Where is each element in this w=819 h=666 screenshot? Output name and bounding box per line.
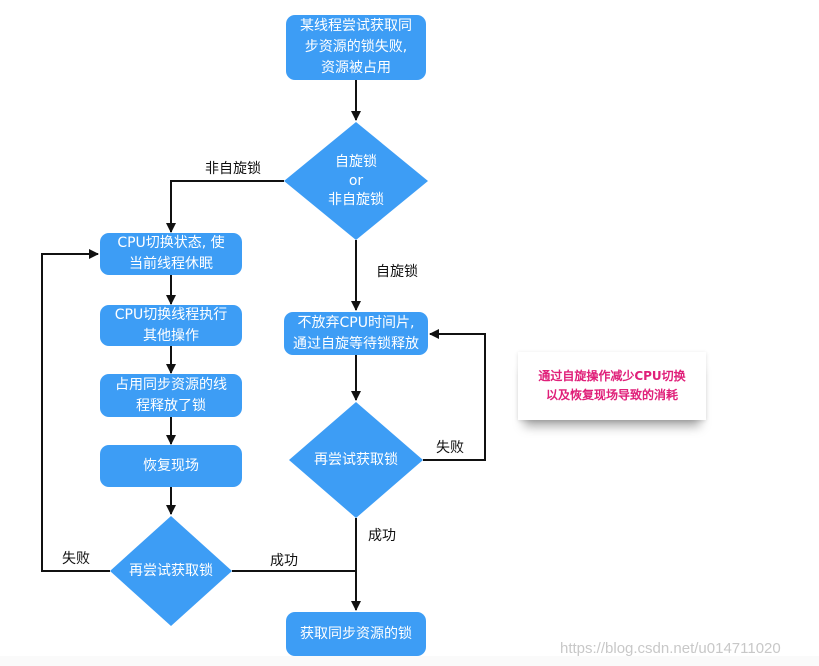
node-holder-release: 占用同步资源的线 程释放了锁 <box>100 374 242 417</box>
node-cpu-switch-line-1: CPU切换状态, 使 <box>117 235 225 251</box>
edge-non-spin <box>166 180 284 233</box>
decision-retry-spin: 再尝试获取锁 <box>296 448 416 472</box>
node-acquire-label: 获取同步资源的锁 <box>300 625 412 642</box>
node-cpu-run-other: CPU切换线程执行 其他操作 <box>100 305 242 346</box>
decision-retry-block-label: 再尝试获取锁 <box>129 562 213 579</box>
node-restore-label: 恢复现场 <box>143 457 199 474</box>
node-holder-release-line-1: 占用同步资源的线 <box>115 376 227 393</box>
decision-retry-block-shape <box>110 516 232 626</box>
edge-block-fail-loop <box>41 249 110 572</box>
decision-lock-type-line-3: 非自旋锁 <box>328 191 384 208</box>
node-spin-wait-line-2: 通过自旋等待锁释放 <box>293 335 419 352</box>
node-cpu-switch: CPU切换状态, 使 当前线程休眠 <box>100 233 242 275</box>
node-start: 某线程尝试获取同 步资源的锁失败, 资源被占用 <box>286 15 426 80</box>
decision-retry-block: 再尝试获取锁 <box>116 559 226 583</box>
decision-lock-type-line-1: 自旋锁 <box>335 153 377 170</box>
edge-label-non-spin: 非自旋锁 <box>205 161 261 177</box>
node-cpu-run-other-line-2: 其他操作 <box>143 327 199 344</box>
decision-lock-type-shape <box>284 122 428 240</box>
node-cpu-switch-line-2: 当前线程休眠 <box>129 256 213 272</box>
decision-lock-type: 自旋锁 or 非自旋锁 <box>296 146 416 216</box>
annotation-note-line-2: 以及恢复现场导致的消耗 <box>545 388 678 402</box>
node-cpu-run-other-line-1: CPU切换线程执行 <box>114 306 228 323</box>
bottom-strip <box>0 656 819 666</box>
edge-label-block-success: 成功 <box>270 553 298 569</box>
node-holder-release-line-2: 程释放了锁 <box>136 397 206 414</box>
edge-label-block-fail: 失败 <box>62 551 90 567</box>
node-spin-wait-line-1: 不放弃CPU时间片, <box>297 314 415 331</box>
annotation-note: 通过自旋操作减少CPU切换 以及恢复现场导致的消耗 <box>518 352 706 420</box>
node-start-line-3: 资源被占用 <box>321 60 391 76</box>
edge-label-spin: 自旋锁 <box>376 264 418 280</box>
node-spin-wait: 不放弃CPU时间片, 通过自旋等待锁释放 <box>284 312 428 355</box>
watermark: https://blog.csdn.net/u014711020 <box>560 640 781 657</box>
decision-retry-spin-shape <box>289 402 423 518</box>
edge-spin-fail-loop <box>423 329 486 461</box>
edge-label-spin-fail: 失败 <box>436 440 464 456</box>
node-start-line-1: 某线程尝试获取同 <box>300 18 412 34</box>
edge-label-spin-success: 成功 <box>368 528 396 544</box>
decision-lock-type-line-2: or <box>348 172 364 189</box>
decision-retry-spin-label: 再尝试获取锁 <box>314 451 398 468</box>
annotation-note-line-1: 通过自旋操作减少CPU切换 <box>538 369 686 383</box>
node-start-line-2: 步资源的锁失败, <box>304 39 408 55</box>
node-restore: 恢复现场 <box>100 445 242 487</box>
node-acquire: 获取同步资源的锁 <box>286 612 426 656</box>
